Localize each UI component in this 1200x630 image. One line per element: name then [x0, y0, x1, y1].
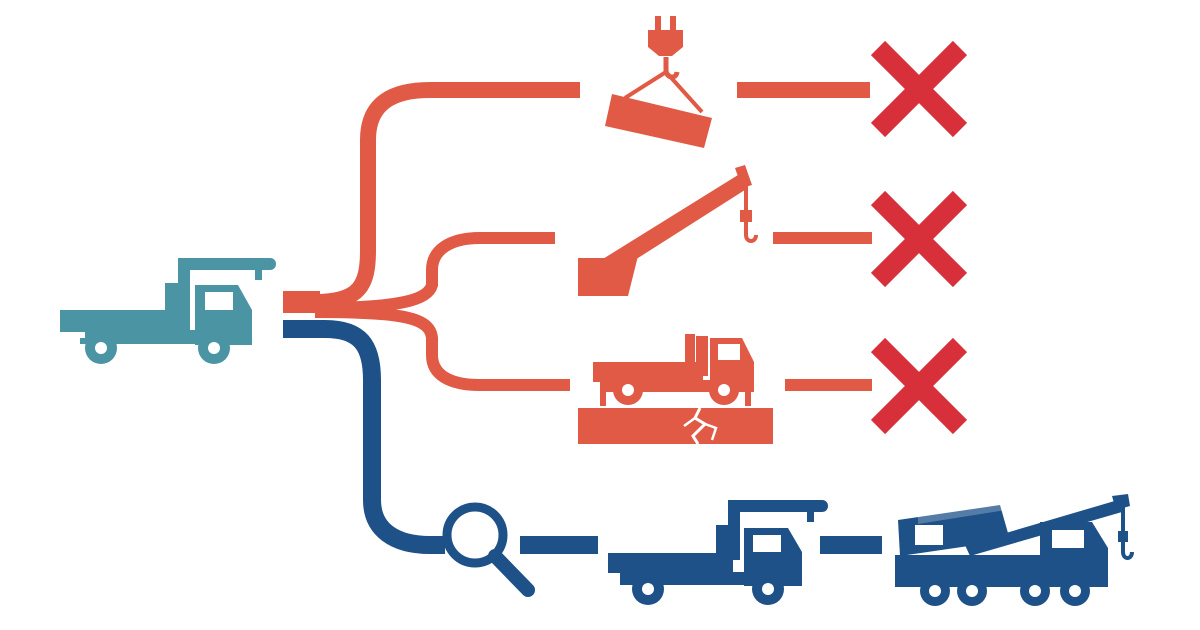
red-x-icon — [870, 337, 968, 435]
branch-line-top — [314, 82, 580, 310]
falling-load-hook-icon — [605, 16, 712, 148]
crane-truck-icon — [608, 500, 828, 605]
mobile-crane-icon — [895, 494, 1134, 606]
red-branch-lines — [283, 82, 872, 391]
crane-truck-icon — [60, 258, 276, 364]
safe-path-curve — [283, 320, 445, 554]
magnifying-glass-icon — [442, 502, 535, 597]
tipping-crane-boom-icon — [578, 165, 758, 296]
truck-ground-crack-icon — [578, 334, 773, 445]
red-x-icon — [870, 190, 968, 288]
red-x-icon — [870, 40, 968, 138]
blue-path-lines — [283, 320, 882, 554]
branch-line-middle — [314, 232, 555, 314]
branch-line-lower — [314, 306, 570, 391]
